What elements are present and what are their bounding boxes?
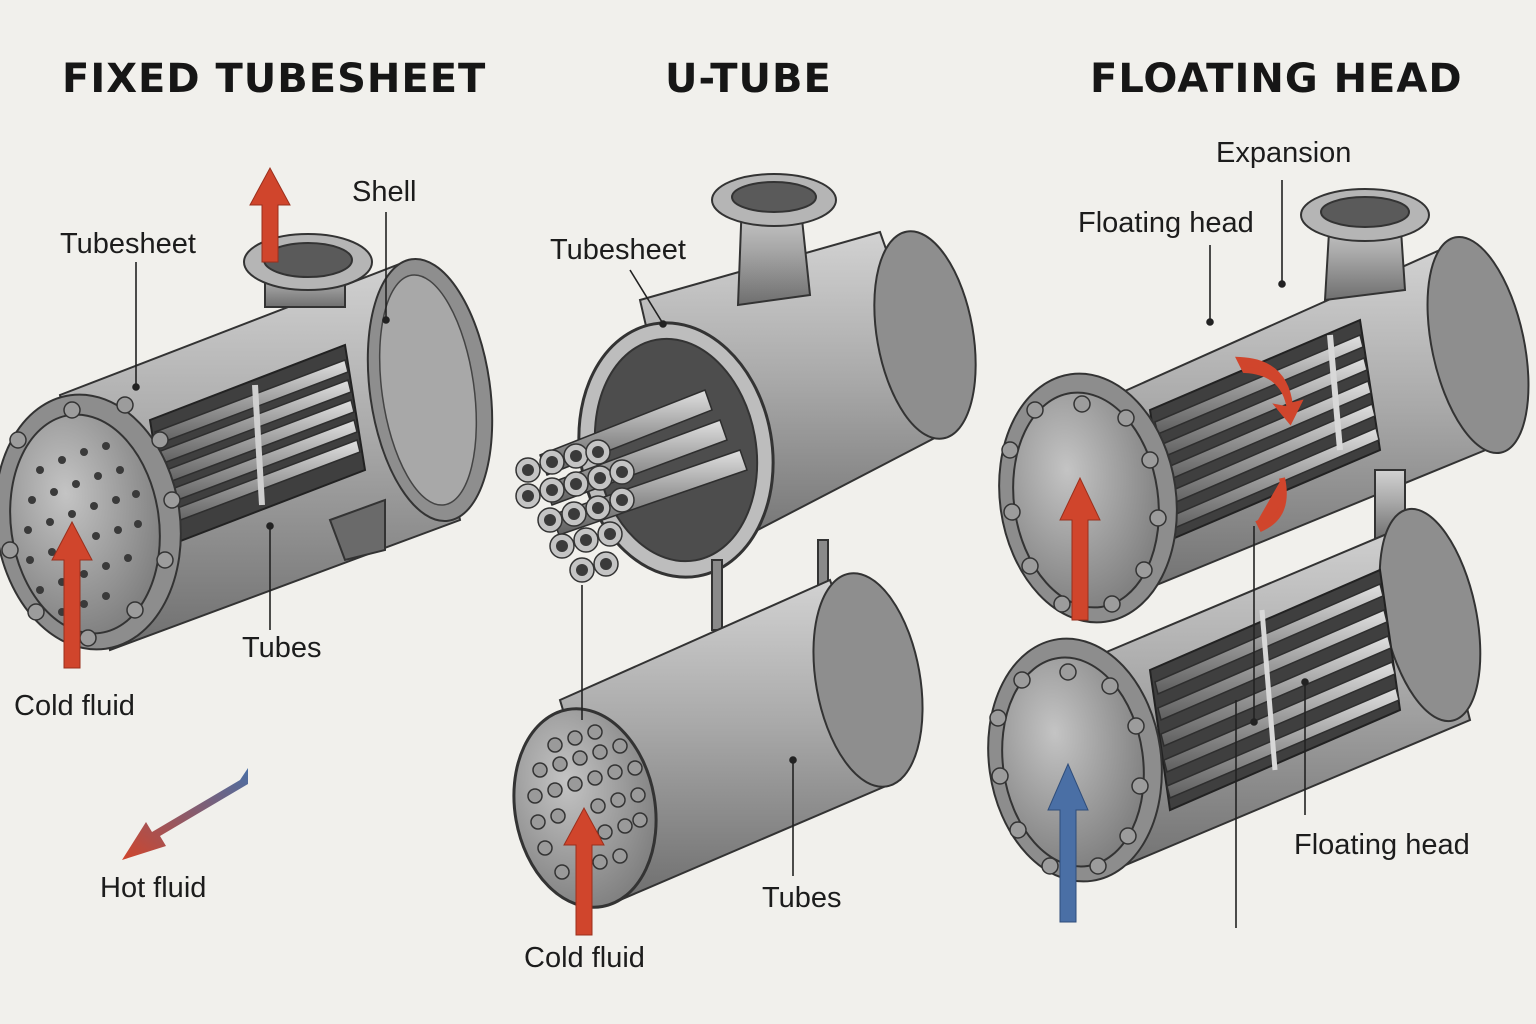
fh-hot-arrow (1059, 476, 1101, 621)
fh-upper-tubes (1154, 333, 1380, 532)
fixed-tubesheet-exchanger (0, 166, 494, 860)
label-shell: Shell (352, 176, 417, 208)
label-u-tube-cold-fluid: Cold fluid (524, 942, 645, 974)
u-tube-exchanger (512, 173, 977, 936)
fh-rotation-arrow (1235, 356, 1304, 532)
lower-tubesheet-holes (527, 724, 648, 880)
shell-nozzle (243, 233, 373, 308)
label-cold-fluid: Cold fluid (14, 690, 135, 722)
label-tubesheet: Tubesheet (60, 228, 196, 260)
cold-inlet-arrow (51, 520, 93, 669)
fh-upper-bolts (1001, 395, 1167, 613)
fh-leader-lines (1206, 180, 1309, 928)
fh-lower-baffle (1259, 609, 1278, 771)
fh-lower-tubes (1154, 582, 1400, 800)
fh-cold-arrow (1047, 762, 1089, 923)
upper-rear-flange (873, 230, 977, 440)
title-floating-head: FLOATING HEAD (1090, 56, 1463, 102)
label-u-tube-tubesheet: Tubesheet (550, 234, 686, 266)
u-tube-leader-lines (581, 269, 797, 876)
hot-fluid-arrow (122, 768, 248, 860)
u-tube-cold-inlet-arrow (563, 806, 605, 936)
fh-nozzle (1300, 188, 1430, 302)
title-fixed-tubesheet: FIXED TUBESHEET (62, 56, 487, 102)
label-hot-fluid: Hot fluid (100, 872, 207, 904)
floating-head-exchanger (987, 180, 1530, 928)
u-tube-nozzle (711, 173, 837, 307)
flange-bolts (1, 396, 181, 647)
lower-rear-flange (812, 572, 924, 788)
label-u-tube-tubes: Tubes (762, 882, 842, 914)
label-floating-head-top: Floating head (1078, 207, 1254, 239)
title-u-tube: U-TUBE (665, 56, 832, 102)
label-tubes: Tubes (242, 632, 322, 664)
label-expansion: Expansion (1216, 137, 1352, 169)
baffle (252, 384, 265, 506)
hot-outlet-arrow (249, 166, 291, 263)
leader-lines (132, 212, 390, 630)
fh-lower-bolts (989, 663, 1149, 875)
support-saddle (328, 498, 386, 562)
label-floating-head-bottom: Floating head (1294, 829, 1470, 861)
fh-expansion-ring (1327, 334, 1343, 451)
fh-upper-rear-flange (1426, 235, 1530, 455)
